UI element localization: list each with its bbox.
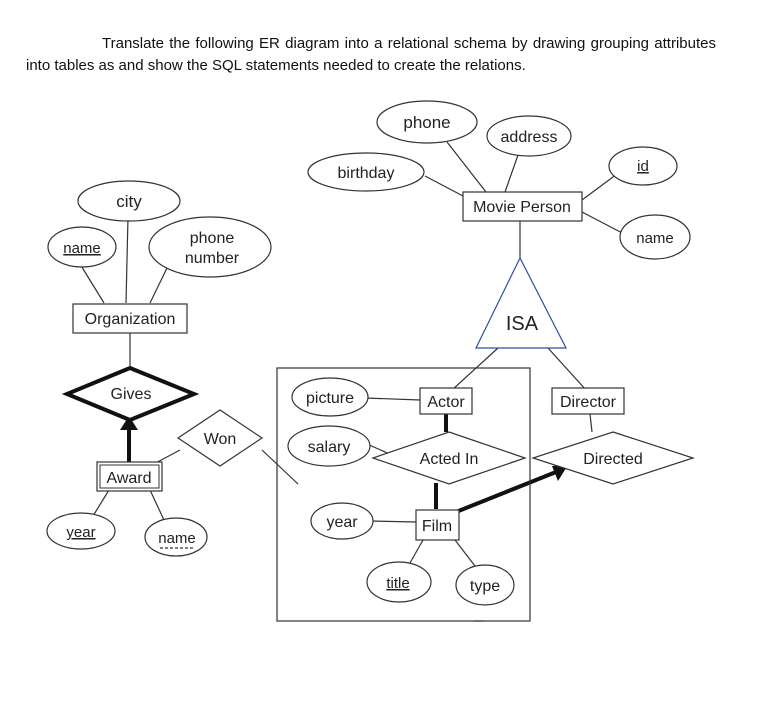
svg-text:title: title <box>386 575 409 592</box>
svg-text:year: year <box>326 514 358 531</box>
entity-award: Award <box>96 461 163 492</box>
svg-text:birthday: birthday <box>338 165 395 182</box>
arrow-head-right <box>552 465 568 481</box>
svg-text:Organization: Organization <box>85 311 176 328</box>
svg-text:Director: Director <box>560 394 617 411</box>
svg-text:address: address <box>501 129 558 146</box>
attr-type: type <box>455 564 515 606</box>
entity-actor: Actor <box>419 387 473 415</box>
entity-film: Film <box>415 509 460 541</box>
svg-text:Won: Won <box>204 431 237 448</box>
svg-text:Directed: Directed <box>583 451 643 468</box>
svg-text:number: number <box>185 250 240 267</box>
isa-triangle: ISA <box>475 256 567 349</box>
entity-director: Director <box>551 387 625 415</box>
attr-salary: salary <box>287 425 371 467</box>
attr-title: title <box>366 561 432 603</box>
svg-text:Film: Film <box>422 518 452 535</box>
svg-text:phone: phone <box>190 230 235 247</box>
attr-picture: picture <box>291 377 369 417</box>
svg-text:Acted In: Acted In <box>420 451 479 468</box>
attr-name-award: name <box>144 517 208 557</box>
attr-address: address <box>486 115 572 157</box>
thick-connectors <box>120 414 568 514</box>
attr-phone: phone <box>376 100 478 144</box>
relationship-directed: Directed <box>531 431 695 485</box>
svg-text:name: name <box>636 230 674 247</box>
svg-text:Movie Person: Movie Person <box>473 199 571 216</box>
svg-text:Actor: Actor <box>427 394 465 411</box>
attr-name-org: name <box>47 226 117 268</box>
entity-movie-person: Movie Person <box>462 191 583 222</box>
attr-name-person: name <box>619 214 691 260</box>
entity-organization: Organization <box>72 303 188 334</box>
svg-text:year: year <box>66 524 95 541</box>
svg-text:Award: Award <box>106 470 151 487</box>
relationship-gives: Gives <box>61 365 200 423</box>
attr-id: id <box>608 146 678 186</box>
svg-text:city: city <box>116 192 142 211</box>
relationship-acted-in: Acted In <box>371 431 527 485</box>
svg-text:phone: phone <box>403 113 450 132</box>
arrow-head-up <box>120 416 138 430</box>
attr-city: city <box>77 180 181 222</box>
attr-year-film: year <box>310 502 374 540</box>
svg-text:name: name <box>158 530 196 547</box>
attr-birthday: birthday <box>307 152 425 192</box>
svg-text:ISA: ISA <box>506 313 539 335</box>
svg-text:picture: picture <box>306 390 354 407</box>
svg-text:type: type <box>470 578 500 595</box>
svg-text:Gives: Gives <box>111 386 152 403</box>
aggregation-box <box>276 367 531 622</box>
attr-year-award: year <box>46 512 116 550</box>
svg-text:name: name <box>63 240 101 257</box>
instructions-text: Translate the following ER diagram into … <box>26 35 716 74</box>
svg-text:salary: salary <box>308 439 351 456</box>
attr-phone-number: phone number <box>148 216 272 278</box>
svg-text:id: id <box>637 158 649 175</box>
relationship-won: Won <box>176 409 264 467</box>
